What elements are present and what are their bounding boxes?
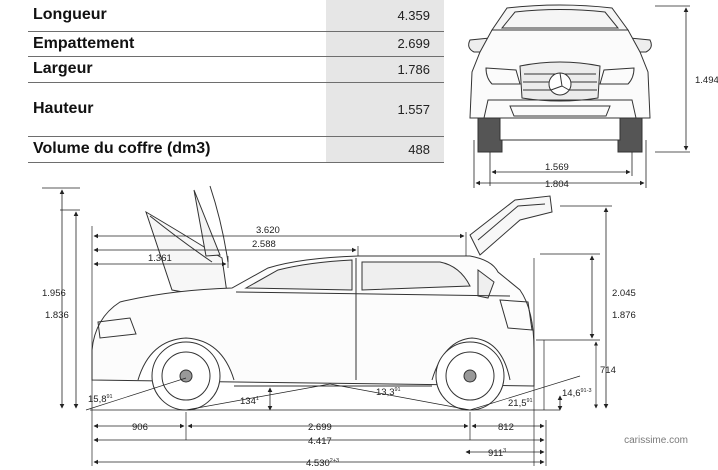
dim-2045-label: 2.045 (612, 288, 636, 299)
dim-911-label: 9113 (488, 448, 506, 459)
spec-label: Longueur (28, 0, 326, 32)
spec-value: 1.786 (326, 56, 444, 83)
dim-906-label: 906 (132, 422, 148, 433)
watermark: carissime.com (624, 435, 688, 446)
spec-value: 2.699 (326, 31, 444, 57)
approach-angle-value: 15,8 (88, 394, 107, 405)
dim-911-value: 911 (488, 448, 503, 459)
ramp-angle-label: 13,391 (376, 387, 401, 398)
spec-row-volume: Volume du coffre (dm3) 488 (28, 136, 444, 163)
spec-value: 4.359 (326, 0, 444, 32)
spec-label: Volume du coffre (dm3) (28, 136, 326, 163)
dim-1956-label: 1.956 (42, 288, 66, 299)
ramp-front-sup: 1 (256, 396, 259, 402)
spec-row-longueur: Longueur 4.359 (28, 0, 444, 32)
dim-1876-label: 1.876 (612, 310, 636, 321)
departure-angle-value: 21,5 (508, 398, 527, 409)
spec-row-largeur: Largeur 1.786 (28, 56, 444, 83)
side-extension-lines (42, 187, 612, 466)
dim-4530-sup: 2+3 (330, 458, 339, 464)
dim-4530-label: 4.5302+3 (306, 458, 339, 469)
rear-clearance-sup: 91-3 (581, 388, 592, 394)
spec-value: 1.557 (326, 82, 444, 137)
dim-2699-label: 2.699 (308, 422, 332, 433)
ramp-angle-value: 13,3 (376, 387, 395, 398)
front-dimensions (473, 5, 690, 188)
dim-4417-label: 4.417 (308, 436, 332, 447)
dim-3620-label: 3.620 (256, 225, 280, 236)
front-car (468, 4, 652, 153)
spec-label: Largeur (28, 56, 326, 83)
spec-label: Empattement (28, 31, 326, 57)
rear-clearance-value: 14,6 (562, 388, 581, 399)
front-width-label: 1.804 (545, 179, 569, 190)
front-height-label: 1.494 (695, 75, 718, 86)
dim-2588-label: 2.588 (252, 239, 276, 250)
spec-value: 488 (326, 136, 444, 163)
spec-row-hauteur: Hauteur 1.557 (28, 82, 444, 137)
approach-angle-sup: 91 (107, 394, 113, 400)
dim-4530-value: 4.530 (306, 458, 330, 469)
spec-label: Hauteur (28, 82, 326, 137)
side-geometry (85, 339, 600, 411)
departure-angle-sup: 91 (527, 398, 533, 404)
spec-row-empattement: Empattement 2.699 (28, 31, 444, 57)
departure-angle-label: 21,591 (508, 398, 533, 409)
ramp-front-label: 1341 (240, 396, 259, 407)
ramp-front-value: 134 (240, 396, 256, 407)
dim-812-label: 812 (498, 422, 514, 433)
rear-clearance-label: 14,691-3 (562, 388, 592, 399)
side-dimension-lines (59, 189, 609, 465)
dim-911-sup: 3 (503, 448, 506, 454)
dim-714-label: 714 (600, 365, 616, 376)
dim-1836-label: 1.836 (45, 310, 69, 321)
approach-angle-label: 15,891 (88, 394, 113, 405)
spec-table: Longueur 4.359 Empattement 2.699 Largeur… (28, 0, 444, 163)
ramp-angle-sup: 91 (395, 387, 401, 393)
side-car (91, 185, 553, 411)
dim-1361-label: 1.361 (148, 253, 172, 264)
front-track-label: 1.569 (545, 162, 569, 173)
